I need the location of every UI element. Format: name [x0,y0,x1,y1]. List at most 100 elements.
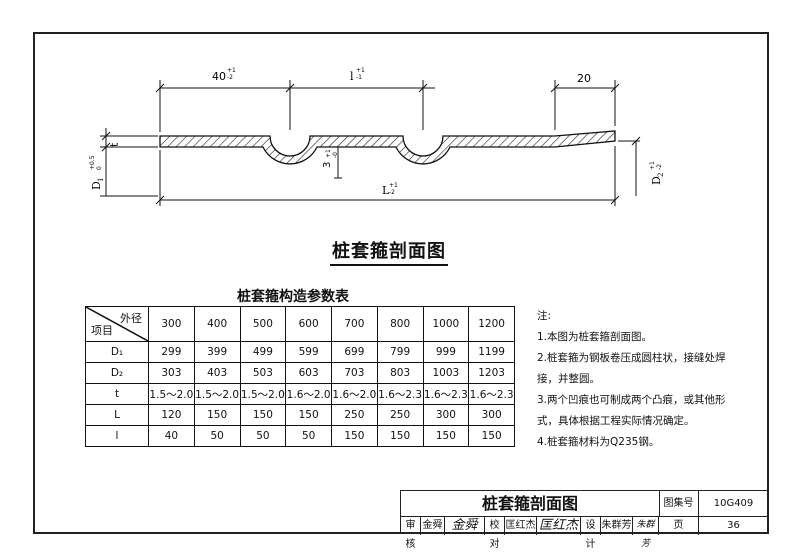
table-cell: 1.6～2.0 [331,383,378,405]
corner-top-label: 外径 [120,312,142,325]
page-number: 36 [727,520,740,531]
column-header-800: 800 [376,306,424,342]
column-header-400: 400 [193,306,241,342]
table-cell: 120 [148,404,195,426]
table-cell: 1003 [422,362,470,384]
table-cell: 150 [285,404,332,426]
review-signature: 金舜 [445,516,485,535]
dim-d2-tol: +1-2 [649,161,663,170]
table-cell: 303 [148,362,195,384]
table-cell: 1203 [468,362,515,384]
table-cell: 40 [148,425,195,447]
table-cell: 603 [285,362,332,384]
table-cell: 699 [331,341,378,363]
table-cell: 1.6～2.3 [422,383,470,405]
review-label: 审核 [401,516,421,550]
table-cell: 50 [239,425,287,447]
note-item-3: 3.两个凹痕也可制成两个凸痕，或其他形式，具体根据工程实际情况确定。 [537,394,726,427]
row-label: t [85,383,149,405]
row-label: l [85,425,149,447]
table-cell: 300 [422,404,470,426]
d2-dimension [618,136,641,196]
table-cell: 1.6～2.0 [285,383,332,405]
thickness-dimension [100,128,158,156]
table-cell: 803 [376,362,424,384]
dim-mid-tol: +1-1 [356,67,365,81]
check-signature: 匡红杰 [537,516,581,535]
design-label: 设计 [581,516,601,550]
dim-groove-tol: +1-0 [325,149,339,158]
table-cell: 150 [468,425,515,447]
dim-bottom-tol: +1-2 [389,182,398,196]
table-caption: 桩套箍构造参数表 [237,289,349,305]
table-cell: 799 [376,341,424,363]
atlas-label: 图集号 [659,491,699,516]
corner-bottom-label: 项目 [91,324,113,337]
dim-t-text: t [108,142,121,147]
dim-groove-text: 3 [322,162,333,168]
dim-right-text: 20 [577,72,591,85]
table-cell: 150 [422,425,470,447]
dim-d1-sub: 1 [97,178,105,182]
table-cell: 599 [285,341,332,363]
table-cell: 1.5～2.0 [193,383,241,405]
title-block: 桩套箍剖面图 图集号 10G409 审核 金舜 金舜 校对 匡红杰 匡红杰 设计… [400,490,767,550]
table-cell: 703 [331,362,378,384]
table-cell: 150 [193,404,241,426]
drawing-frame [33,32,769,534]
dim-d1-tol: +0.50 [89,155,103,170]
table-cell: 150 [331,425,378,447]
table-cell: 299 [148,341,195,363]
table-cell: 1.6～2.3 [468,383,515,405]
d1-dimension [100,156,158,197]
title-block-row-1: 桩套箍剖面图 图集号 10G409 [401,491,767,517]
dim-d2-sub: 2 [657,173,665,177]
table-cell: 150 [239,404,287,426]
table-cell: 1199 [468,341,515,363]
table-cell: 499 [239,341,287,363]
notes-title: 注: [537,310,552,322]
atlas-number: 10G409 [713,498,754,509]
note-item-1: 1.本图为桩套箍剖面图。 [537,331,653,343]
row-label: L [85,404,149,426]
groove-dimension [334,147,342,179]
table-cell: 250 [331,404,378,426]
design-name: 朱群芳 [601,516,633,535]
table-corner-cell: 外径 项目 [85,306,149,342]
table-cell: 999 [422,341,470,363]
column-header-600: 600 [285,306,332,342]
check-name: 匡红杰 [505,516,537,535]
note-item-2: 2.桩套箍为钢板卷压成圆柱状，接缝处焊接，并整圆。 [537,352,726,385]
dim-left-text: 40 [212,70,226,83]
column-header-1200: 1200 [468,306,515,342]
title-block-row-2: 审核 金舜 金舜 校对 匡红杰 匡红杰 设计 朱群芳 朱群芳 页 36 [401,516,767,550]
section-title: 桩套箍剖面图 [330,237,448,266]
notes-block: 注: 1.本图为桩套箍剖面图。 2.桩套箍为钢板卷压成圆柱状，接缝处焊接，并整圆… [537,306,737,453]
dim-d1-text: D [90,181,103,190]
top-dimensions [155,80,620,132]
table-cell: 399 [193,341,241,363]
table-cell: 150 [376,425,424,447]
bottom-dimension [155,146,620,206]
corner-diagonal [86,307,148,341]
table-cell: 50 [285,425,332,447]
column-header-300: 300 [148,306,195,342]
row-label: D₂ [85,362,149,384]
review-name: 金舜 [421,516,445,535]
dim-mid-text: l [350,70,354,83]
table-cell: 403 [193,362,241,384]
page-label: 页 [659,516,699,535]
table-cell: 1.6～2.3 [376,383,424,405]
table-cell: 250 [376,404,424,426]
band-section [159,130,616,165]
column-header-500: 500 [239,306,287,342]
dim-bottom-text: L [382,184,390,197]
column-header-1000: 1000 [422,306,470,342]
